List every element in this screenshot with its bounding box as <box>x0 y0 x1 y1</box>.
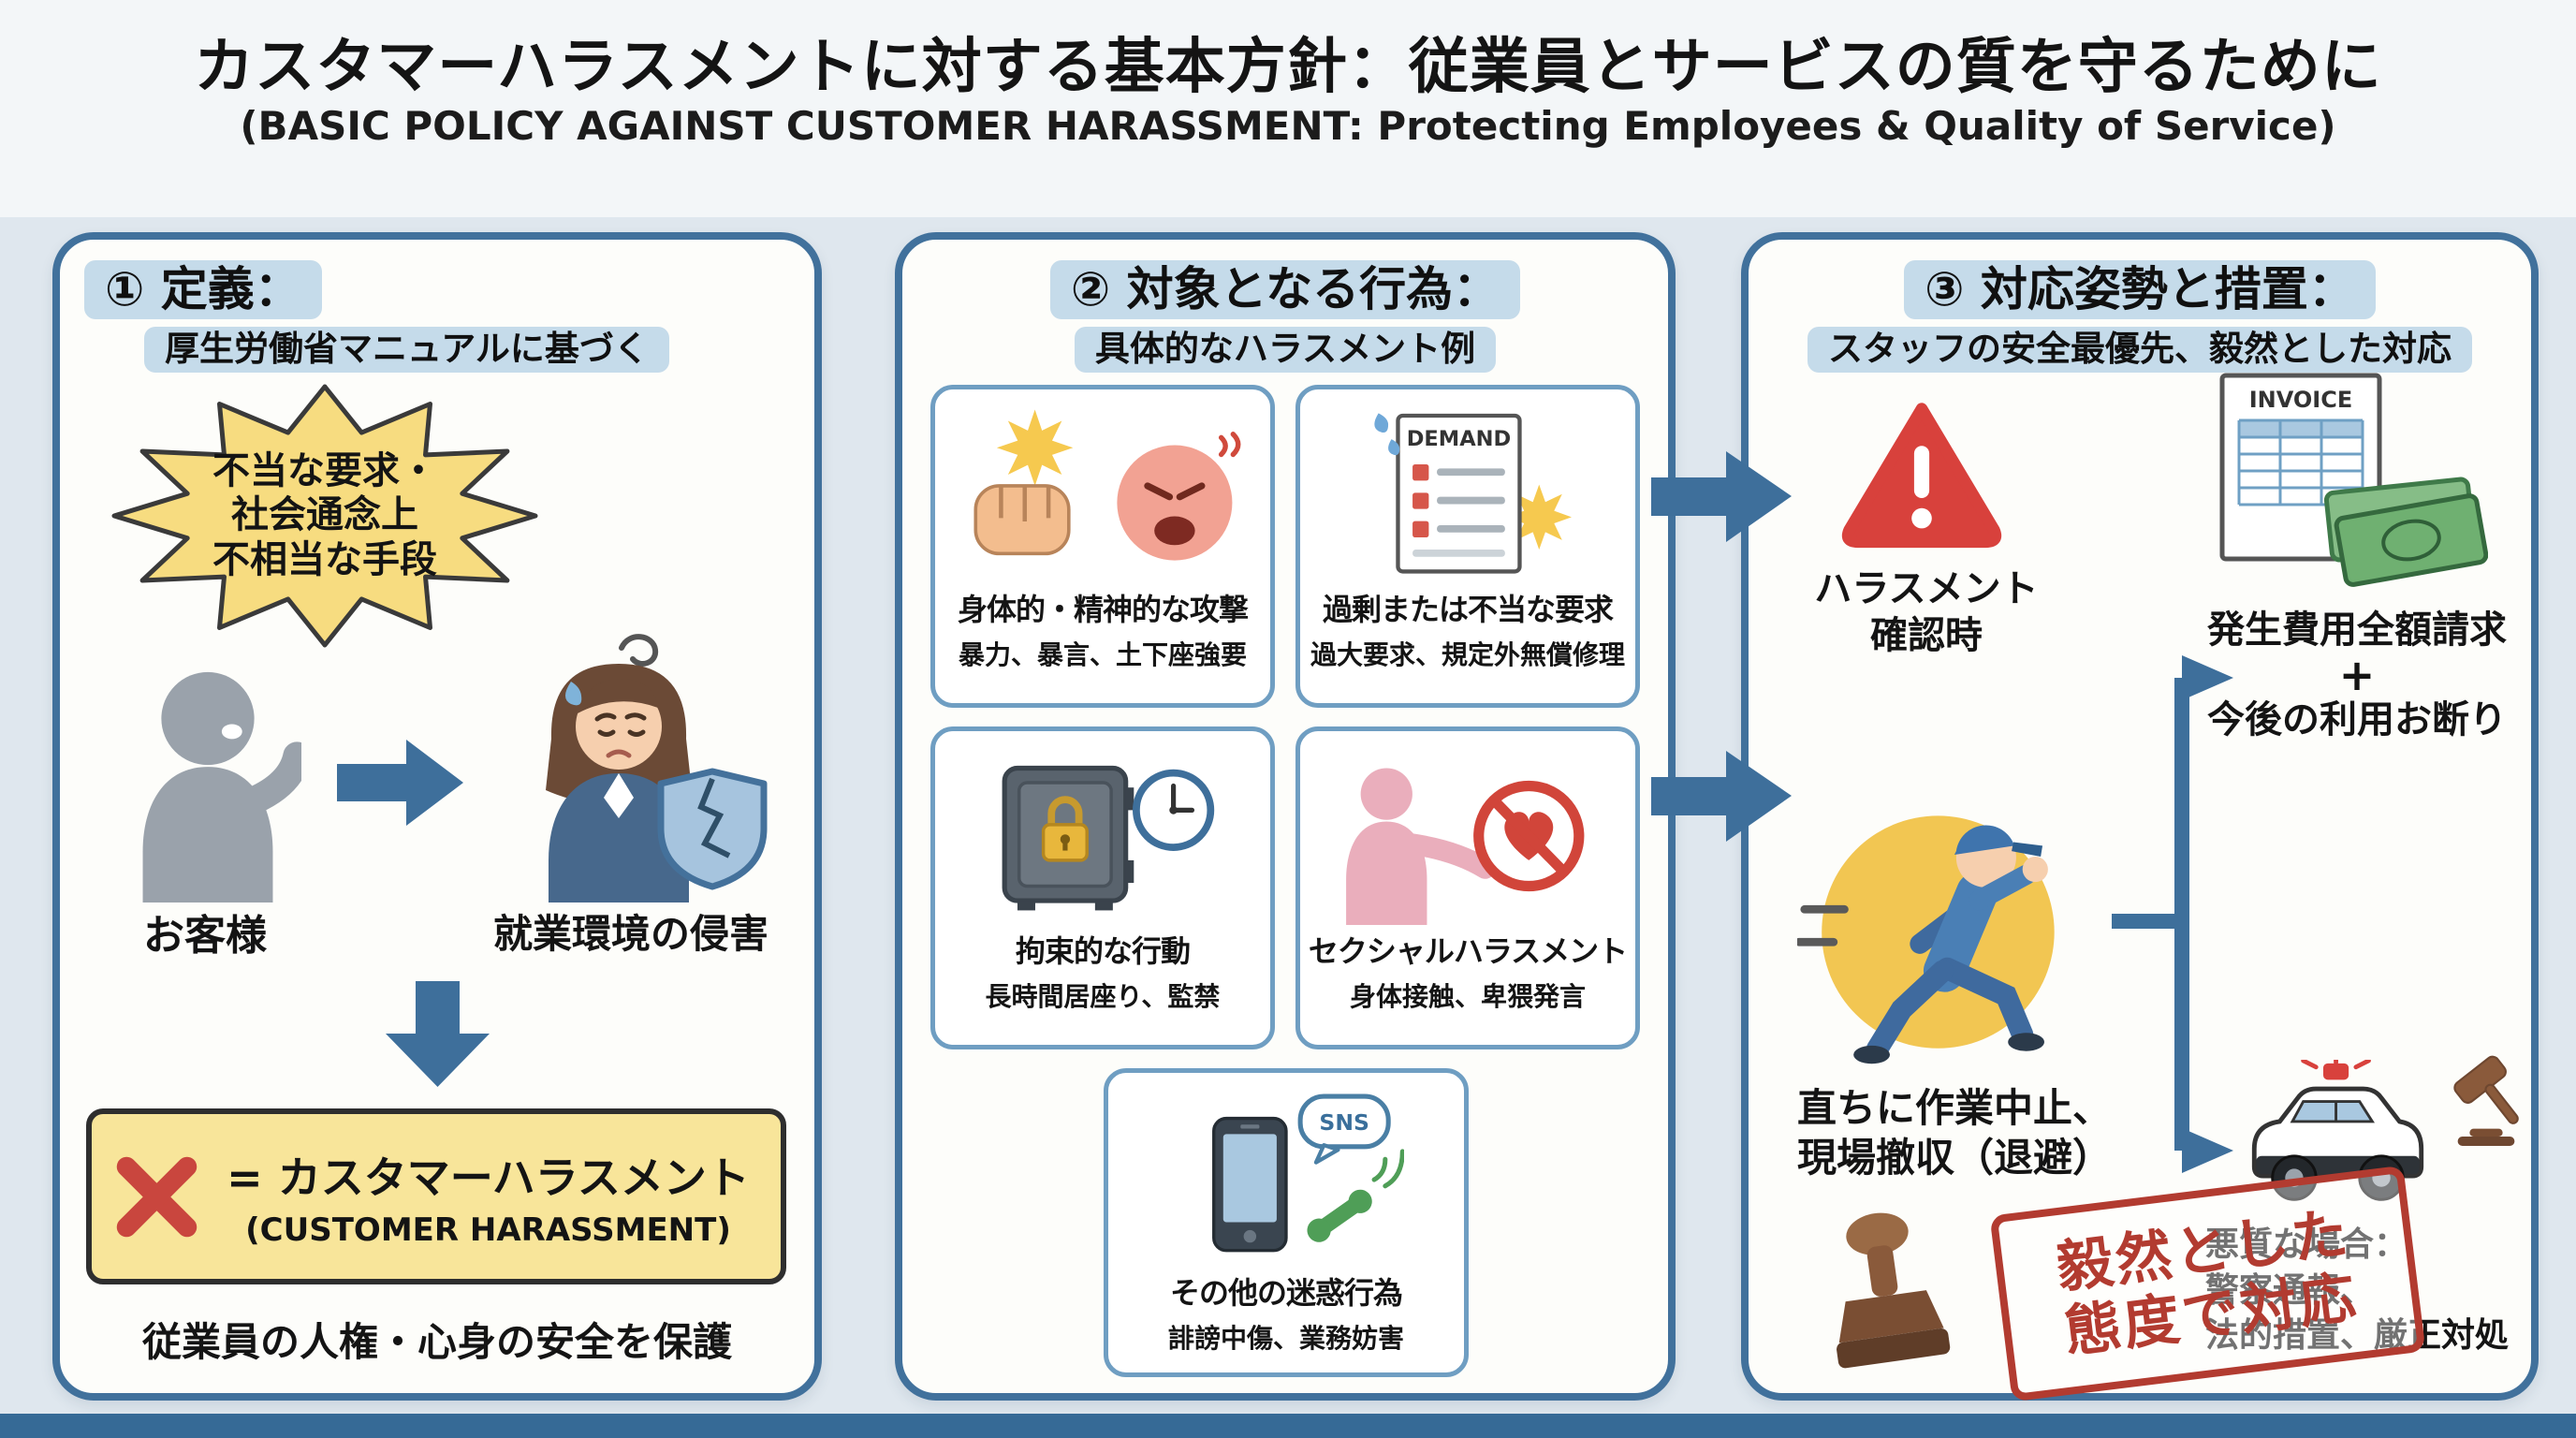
stop-work-evacuate-label: 直ちに作業中止、 現場撤収（退避） <box>1796 1085 2112 1181</box>
resolute-attitude-stamp: 毅然とした 態度で対応 <box>1989 1165 2426 1402</box>
panel-response-measures: ③ 対応姿勢と措置： スタッフの安全最優先、毅然とした対応 ハラスメント 確認時… <box>1741 232 2539 1402</box>
bubble-line: 不相当な手段 <box>212 537 437 581</box>
card-title: 拘束的な行動 <box>1015 933 1191 969</box>
equation-text: = カスタマーハラスメント (CUSTOMER HARASSMENT) <box>216 1144 760 1249</box>
demand-document-icon: DEMAND <box>1346 403 1589 586</box>
equation-sub: (CUSTOMER HARASSMENT) <box>245 1211 731 1249</box>
card-desc: 誹謗中傷、業務妨害 <box>1167 1323 1404 1354</box>
arrow-down-icon <box>386 981 490 1087</box>
legal-action-label: 悪質な場合： 警察通報、 法的措置、厳正対処 <box>2205 1225 2510 1356</box>
panel1-header: ① 定義： 厚生労働省マニュアルに基づく <box>60 240 814 373</box>
work-environment-harm-label: 就業環境の侵害 <box>492 911 768 957</box>
panel2-header: ② 対象となる行為： 具体的なハラスメント例 <box>902 240 1668 373</box>
panel-target-behaviors: ② 対象となる行為： 具体的なハラスメント例 身体的・精神的な攻撃 暴力、暴言、… <box>895 232 1676 1401</box>
distressed-employee-icon <box>546 634 768 902</box>
panel3-heading: ③ 対応姿勢と措置： <box>1904 260 2376 319</box>
card-desc: 身体接触、卑猥発言 <box>1349 981 1586 1012</box>
plus-sign: + <box>2338 650 2376 700</box>
locked-safe-clock-icon <box>982 744 1224 928</box>
panel1-subheading: 厚生労働省マニュアルに基づく <box>144 327 669 373</box>
panel1-heading: ① 定義： <box>84 260 322 319</box>
card-title: セクシャルハラスメント <box>1308 933 1628 969</box>
panel1-footer-label: 従業員の人権・心身の安全を保護 <box>141 1319 732 1365</box>
card-title: その他の迷惑行為 <box>1169 1275 1403 1311</box>
customer-label: お客様 <box>143 912 267 960</box>
panel3-header: ③ 対応姿勢と措置： スタッフの安全最優先、毅然とした対応 <box>1749 240 2531 373</box>
billing-refusal-label: 発生費用全額請求 + 今後の利用お断り <box>2188 607 2525 743</box>
no-touch-heart-icon <box>1335 744 1602 928</box>
card-excessive-demand: DEMAND 過剰または不当な要求 過大要求、規定外無償修理 <box>1295 385 1640 708</box>
bubble-text: 不当な要求・ 社会通念上 不相当な手段 <box>105 380 545 652</box>
panel-definition: ① 定義： 厚生労働省マニュアルに基づく 不当な要求・ 社会通念上 不相当な手段… <box>52 232 822 1401</box>
card-desc: 暴力、暴言、土下座強要 <box>958 639 1247 670</box>
evacuating-worker-icon <box>1797 815 2055 1064</box>
red-x-icon <box>116 1156 198 1237</box>
starburst-bubble-icon <box>111 384 538 648</box>
panel2-heading: ② 対象となる行為： <box>1049 260 1521 319</box>
card-desc: 過大要求、規定外無償修理 <box>1310 639 1625 670</box>
bubble-line: 不当な要求・ <box>212 449 437 493</box>
bubble-line: 社会通念上 <box>231 493 418 537</box>
card-desc: 長時間居座り、監禁 <box>985 981 1221 1012</box>
arrow-right-icon <box>337 740 463 826</box>
stamp-icon <box>1837 1212 1951 1369</box>
panel3-subheading: スタッフの安全最優先、毅然とした対応 <box>1808 327 2472 373</box>
flow-arrow-top-icon <box>1651 451 1792 542</box>
flow-arrow-bottom-icon <box>1651 751 1792 842</box>
bottom-accent-strip <box>0 1414 2576 1438</box>
card-restrictive-behavior: 拘束的な行動 長時間居座り、監禁 <box>930 726 1275 1049</box>
police-car-icon <box>2251 1060 2424 1201</box>
card-title: 過剰または不当な要求 <box>1322 592 1614 627</box>
customer-figure-icon <box>142 671 301 902</box>
card-sexual-harassment: セクシャルハラスメント 身体接触、卑猥発言 <box>1295 726 1640 1049</box>
invoice-money-icon: INVOICE <box>2219 373 2488 587</box>
unjust-demand-bubble: 不当な要求・ 社会通念上 不相当な手段 <box>105 380 545 652</box>
harassment-confirmed-label: ハラスメント 確認時 <box>1814 567 2039 657</box>
customer-harassment-equation-box: = カスタマーハラスメント (CUSTOMER HARASSMENT) <box>86 1108 786 1284</box>
card-title: 身体的・精神的な攻撃 <box>957 592 1249 627</box>
page-title: カスタマーハラスメントに対する基本方針：従業員とサービスの質を守るために <box>194 33 2382 102</box>
demand-doc-label: DEMAND <box>1407 427 1511 451</box>
card-other-nuisance: SNS その他の迷惑行為 誹謗中傷、業務妨害 <box>1104 1068 1469 1377</box>
page-subtitle: (BASIC POLICY AGAINST CUSTOMER HARASSMEN… <box>240 103 2336 149</box>
phone-sns-icon: SNS <box>1168 1086 1404 1269</box>
fist-angry-face-icon <box>950 403 1255 586</box>
warning-triangle-icon <box>1841 403 2002 549</box>
invoice-label: INVOICE <box>2249 387 2353 413</box>
sns-bubble-label: SNS <box>1319 1109 1369 1136</box>
gavel-icon <box>2453 1055 2519 1146</box>
equation-main: = カスタマーハラスメント <box>227 1152 750 1203</box>
card-physical-attack: 身体的・精神的な攻撃 暴力、暴言、土下座強要 <box>930 385 1275 708</box>
panel2-subheading: 具体的なハラスメント例 <box>1074 327 1497 373</box>
branch-connector-arrows <box>2112 655 2233 1173</box>
